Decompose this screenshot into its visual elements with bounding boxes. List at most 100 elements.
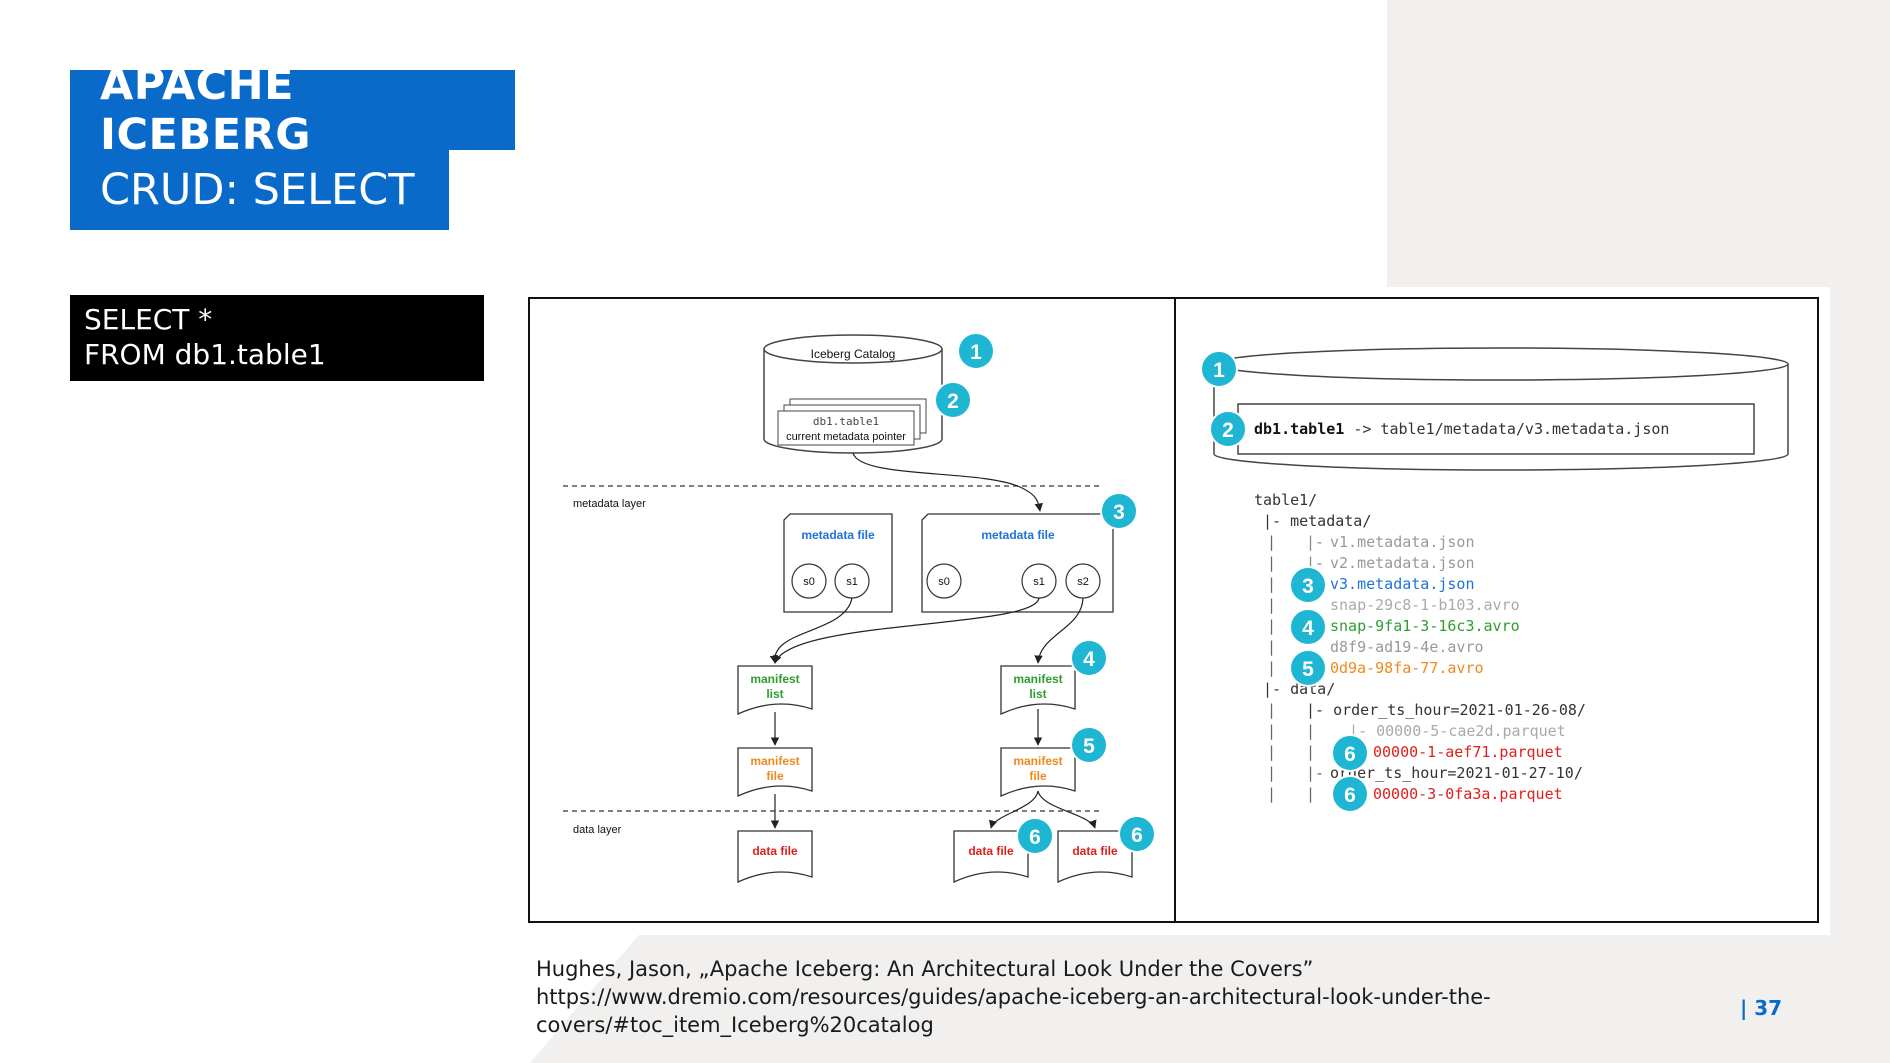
left-badge-5: 5 [1070, 726, 1108, 764]
metadata-file-b-label: metadata file [981, 528, 1055, 542]
query-line-from: FROM db1.table1 [84, 338, 326, 371]
left-badge-4: 4 [1070, 639, 1108, 677]
data-file-c-label: data file [1072, 844, 1118, 858]
tree-file-a: |- 00000-5-cae2d.parquet [1349, 722, 1566, 740]
catalog-label: Iceberg Catalog [811, 347, 896, 361]
manifest-file-a-line2: file [766, 769, 784, 783]
tree-partition-2: order_ts_hour=2021-01-27-10/ [1330, 764, 1583, 782]
data-file-b [953, 830, 1029, 884]
pointer-card [777, 410, 915, 446]
snapshot-a-s1-label: s1 [846, 576, 858, 588]
svg-text:1: 1 [1213, 359, 1225, 382]
svg-text:4: 4 [1302, 617, 1314, 640]
manifest-file-a [737, 747, 813, 798]
tree-man2: 0d9a-98fa-77.avro [1330, 659, 1484, 677]
svg-text:|-: |- [1306, 533, 1324, 551]
sql-query-box: SELECT * FROM db1.table1 [70, 295, 484, 381]
left-badge-6a: 6 [1016, 817, 1054, 855]
svg-text:|: | [1306, 722, 1315, 740]
right-diagram: db1.table1 -> table1/metadata/v3.metadat… [1200, 347, 1789, 813]
page-number: | 37 [1740, 996, 1783, 1020]
svg-text:|-: |- [1306, 764, 1324, 782]
manifest-list-b [1000, 665, 1076, 716]
data-file-b-label: data file [968, 844, 1014, 858]
right-badge-4: 4 [1289, 608, 1327, 646]
pointer-table-name: db1.table1 [813, 415, 879, 428]
pointer-description: current metadata pointer [786, 431, 906, 443]
citation-url-line1[interactable]: https://www.dremio.com/resources/guides/… [536, 985, 1491, 1009]
query-line-select: SELECT * [84, 303, 213, 336]
svg-text:6: 6 [1344, 743, 1356, 766]
manifest-list-a-line2: list [766, 687, 783, 701]
tree-man1: d8f9-ad19-4e.avro [1330, 638, 1484, 656]
snapshot-b-s0-label: s0 [938, 576, 950, 588]
data-file-a [737, 830, 813, 884]
manifest-file-b-line2: file [1029, 769, 1047, 783]
snapshot-a-s0 [791, 563, 827, 599]
svg-text:|: | [1267, 785, 1276, 803]
svg-text:3: 3 [1302, 575, 1314, 598]
right-badge-5: 5 [1289, 649, 1327, 687]
svg-text:|: | [1267, 743, 1276, 761]
figure-svg: Iceberg Catalog db1.table1 current metad… [563, 332, 1789, 884]
manifest-list-a [737, 665, 813, 716]
background-panel-right [1830, 287, 1890, 1063]
tree-root: table1/ [1254, 491, 1317, 509]
catalog-to-metadata-arrow [852, 452, 1043, 512]
architecture-figure: Iceberg Catalog db1.table1 current metad… [528, 297, 1819, 923]
file-tree: table1/ |- metadata/ |||| ||| ||||| ||| … [1254, 491, 1586, 803]
left-badge-1: 1 [957, 332, 995, 370]
manifest-file-b [1000, 747, 1076, 798]
manifest-list-b-line1: manifest [1013, 672, 1062, 686]
right-badge-6a: 6 [1331, 734, 1369, 772]
tree-metadata-dir: |- metadata/ [1263, 512, 1371, 530]
right-badge-6b: 6 [1331, 775, 1369, 813]
manifest-file-b-to-data-b-arrow [989, 790, 1039, 829]
figure-divider [1174, 299, 1176, 921]
right-badge-2: 2 [1209, 410, 1247, 448]
background-panel-top [1387, 0, 1890, 287]
data-file-a-label: data file [752, 844, 798, 858]
tree-v3: v3.metadata.json [1330, 575, 1475, 593]
svg-text:2: 2 [947, 390, 959, 413]
data-file-c [1057, 830, 1133, 884]
svg-text:4: 4 [1083, 648, 1095, 671]
svg-text:|: | [1267, 533, 1276, 551]
snapshot-a-s0-label: s0 [803, 576, 815, 588]
left-badge-6b: 6 [1118, 815, 1156, 853]
svg-text:5: 5 [1083, 735, 1095, 758]
slide-subtitle: CRUD: SELECT [70, 150, 449, 230]
svg-text:|: | [1306, 743, 1315, 761]
slide-title: APACHE ICEBERG [70, 60, 515, 160]
s1b-to-manifest-list-a-arrow [773, 597, 1040, 664]
pointer-entry-text: db1.table1 -> table1/metadata/v3.metadat… [1254, 420, 1669, 438]
tree-file-b: 00000-1-aef71.parquet [1373, 743, 1563, 761]
svg-text:2: 2 [1222, 419, 1234, 442]
svg-text:5: 5 [1302, 658, 1314, 681]
right-badge-1: 1 [1200, 350, 1238, 388]
svg-text:|: | [1267, 596, 1276, 614]
tree-v2: v2.metadata.json [1330, 554, 1475, 572]
citation: Hughes, Jason, „Apache Iceberg: An Archi… [536, 955, 1491, 1039]
manifest-list-b-line2: list [1029, 687, 1046, 701]
tree-snap1: snap-29c8-1-b103.avro [1330, 596, 1520, 614]
manifest-file-b-line1: manifest [1013, 754, 1062, 768]
svg-text:|: | [1267, 722, 1276, 740]
svg-text:|: | [1306, 785, 1315, 803]
right-badge-3: 3 [1289, 566, 1327, 604]
tree-v1: v1.metadata.json [1330, 533, 1475, 551]
svg-text:|: | [1267, 764, 1276, 782]
snapshot-b-s2-label: s2 [1077, 576, 1089, 588]
svg-text:|: | [1267, 617, 1276, 635]
svg-text:1: 1 [970, 341, 982, 364]
citation-url-line2[interactable]: covers/#toc_item_Iceberg%20catalog [536, 1013, 934, 1037]
citation-author-title: Hughes, Jason, „Apache Iceberg: An Archi… [536, 957, 1314, 981]
manifest-list-a-line1: manifest [750, 672, 799, 686]
svg-text:|: | [1267, 554, 1276, 572]
tree-snap2: snap-9fa1-3-16c3.avro [1330, 617, 1520, 635]
s2b-to-manifest-list-b-arrow [1034, 597, 1084, 664]
svg-text:|: | [1267, 701, 1276, 719]
manifest-file-a-line1: manifest [750, 754, 799, 768]
metadata-layer-label: metadata layer [573, 498, 646, 510]
svg-text:6: 6 [1131, 824, 1143, 847]
